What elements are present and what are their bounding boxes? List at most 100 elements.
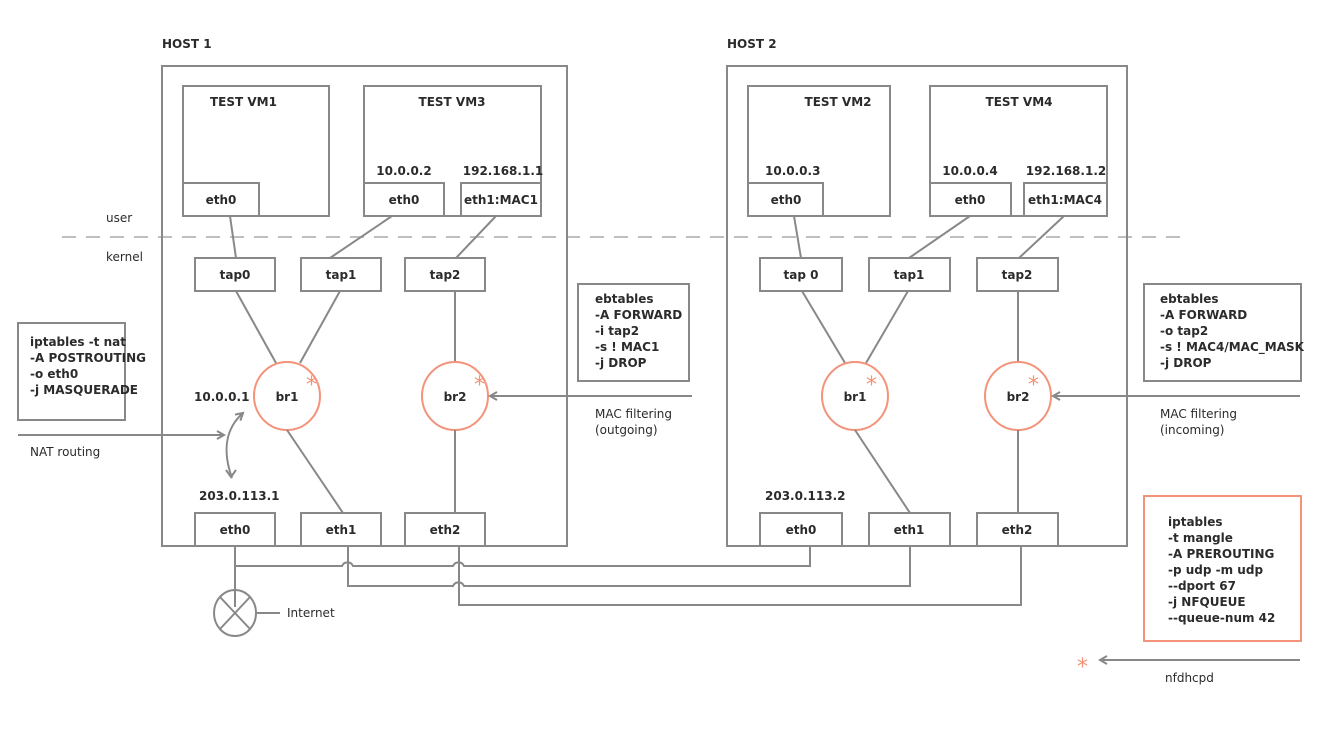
host1-tap2[interactable] <box>404 257 486 292</box>
vm3[interactable]: TEST VM3 10.0.0.2 192.168.1.1 eth0 eth1:… <box>363 85 543 217</box>
host1-eth2-label: eth2 <box>430 523 461 537</box>
mac-out-label-line: MAC filtering <box>595 407 672 421</box>
nat-rule-line: -A POSTROUTING <box>30 351 146 365</box>
wire-h1eth2-h2eth2 <box>458 546 1022 606</box>
vm3-eth1[interactable] <box>460 182 542 217</box>
host2-br1-asterisk-icon: * <box>866 373 877 398</box>
mac-in-label-line: MAC filtering <box>1160 407 1237 421</box>
vm1[interactable]: TEST VM1 eth0 <box>182 85 330 217</box>
link-tap0-br1-h2 <box>801 290 846 364</box>
link-vm3-tap2 <box>455 215 497 259</box>
ebtables-out-line: ebtables <box>595 292 654 306</box>
nat-rule-line: iptables -t nat <box>30 335 126 349</box>
ebtables-out-line: -j DROP <box>595 356 647 370</box>
vm1-title: TEST VM1 <box>210 95 277 109</box>
vm4-eth1-label: eth1:MAC4 <box>1028 193 1102 207</box>
ebtables-out-line: -i tap2 <box>595 324 639 338</box>
host2-eth0[interactable] <box>759 512 843 547</box>
host2-tap2[interactable] <box>976 257 1059 292</box>
host1-eth1-label: eth1 <box>326 523 357 537</box>
internet-cross-b <box>219 596 251 630</box>
host1-eth0-label: eth0 <box>220 523 251 537</box>
link-vm4-tap1 <box>908 215 971 259</box>
ebtables-in-line: -j DROP <box>1160 356 1212 370</box>
vm4-eth1[interactable] <box>1023 182 1108 217</box>
host1-taps: tap0 tap1 tap2 <box>194 257 486 292</box>
ebtables-in-line: ebtables <box>1160 292 1219 306</box>
vm4[interactable]: TEST VM4 10.0.0.4 192.168.1.2 eth0 eth1:… <box>929 85 1108 217</box>
host1-tap1-label: tap1 <box>326 268 357 282</box>
link-vm4-tap2 <box>1018 215 1065 259</box>
vm2-eth0-ip: 10.0.0.3 <box>765 164 820 178</box>
link-br1-eth1-h2 <box>854 429 911 514</box>
ebtables-in-line: -A FORWARD <box>1160 308 1247 322</box>
iptables-mangle-frame <box>1143 495 1302 642</box>
host1-eth0[interactable] <box>194 512 276 547</box>
host2-title: HOST 2 <box>727 37 777 51</box>
mangle-line: -A PREROUTING <box>1168 547 1274 561</box>
vm3-eth0[interactable] <box>363 182 445 217</box>
host2-eth2-label: eth2 <box>1002 523 1033 537</box>
vm4-eth1-ip: 192.168.1.2 <box>1026 164 1106 178</box>
host2-br2-label: br2 <box>1007 390 1030 404</box>
nat-rule-line: -o eth0 <box>30 367 78 381</box>
mac-in-label-line: (incoming) <box>1160 423 1225 437</box>
host1-br1[interactable]: br1 * <box>253 361 321 431</box>
ebtables-outgoing-frame <box>577 283 690 382</box>
link-vm3-tap1 <box>329 215 393 259</box>
nat-rule-line: -j MASQUERADE <box>30 383 138 397</box>
vm4-eth0-ip: 10.0.0.4 <box>942 164 997 178</box>
nat-arrow-down-head-icon <box>225 469 237 479</box>
mac-out-label-line: (outgoing) <box>595 423 658 437</box>
ebtables-in-line: -o tap2 <box>1160 324 1208 338</box>
host1-br1-label: br1 <box>276 390 299 404</box>
host1-br2-label: br2 <box>444 390 467 404</box>
mangle-line: -p udp -m udp <box>1168 563 1263 577</box>
host2-tap0[interactable] <box>759 257 843 292</box>
host2-br1[interactable]: br1 * <box>821 361 889 431</box>
host1-br2[interactable]: br2 * <box>421 361 489 431</box>
vm3-eth0-label: eth0 <box>389 193 420 207</box>
link-tap0-br1 <box>235 290 277 364</box>
host1-nic-ip: 203.0.113.1 <box>199 489 279 503</box>
host1-nics: eth0 eth1 eth2 <box>194 512 486 547</box>
vm4-eth0[interactable] <box>929 182 1012 217</box>
host1-tap0-label: tap0 <box>220 268 251 282</box>
vm1-eth0[interactable] <box>182 182 260 217</box>
ebtables-incoming-box: ebtables -A FORWARD -o tap2 -s ! MAC4/MA… <box>1143 283 1305 382</box>
mangle-line: --queue-num 42 <box>1168 611 1275 625</box>
host1-tap1[interactable] <box>300 257 382 292</box>
nfdhcpd-asterisk-icon: * <box>1077 655 1088 680</box>
nat-routing-curve-arrow <box>225 413 243 479</box>
mangle-line: --dport 67 <box>1168 579 1236 593</box>
host2-eth0-label: eth0 <box>786 523 817 537</box>
vm3-eth1-label: eth1:MAC1 <box>464 193 538 207</box>
vm4-eth0-label: eth0 <box>955 193 986 207</box>
vm3-title: TEST VM3 <box>419 95 486 109</box>
host1-eth1[interactable] <box>300 512 382 547</box>
host1-eth2[interactable] <box>404 512 486 547</box>
host2-tap2-label: tap2 <box>1002 268 1033 282</box>
host2-eth2[interactable] <box>976 512 1059 547</box>
internet-label: Internet <box>287 606 335 620</box>
nfdhcpd-label: nfdhcpd <box>1165 671 1214 685</box>
host1-tap0[interactable] <box>194 257 276 292</box>
host2-tap1[interactable] <box>868 257 951 292</box>
vm3-eth0-ip: 10.0.0.2 <box>376 164 431 178</box>
ebtables-out-line: -s ! MAC1 <box>595 340 659 354</box>
host1-br2-asterisk-icon: * <box>474 373 485 398</box>
user-layer-label: user <box>106 211 132 225</box>
vm2-eth0[interactable] <box>747 182 824 217</box>
host2-br2-asterisk-icon: * <box>1028 373 1039 398</box>
vm2[interactable]: TEST VM2 10.0.0.3 eth0 <box>747 85 891 217</box>
nat-rule-box: iptables -t nat -A POSTROUTING -o eth0 -… <box>17 322 146 421</box>
host2-br2[interactable]: br2 * <box>984 361 1052 431</box>
mangle-line: -t mangle <box>1168 531 1233 545</box>
host2-eth1-label: eth1 <box>894 523 925 537</box>
link-tap1-br1 <box>299 290 341 364</box>
internet-node[interactable]: Internet <box>213 589 335 637</box>
host2-tap1-label: tap1 <box>894 268 925 282</box>
nat-routing-label: NAT routing <box>30 445 100 459</box>
host1-tap2-label: tap2 <box>430 268 461 282</box>
